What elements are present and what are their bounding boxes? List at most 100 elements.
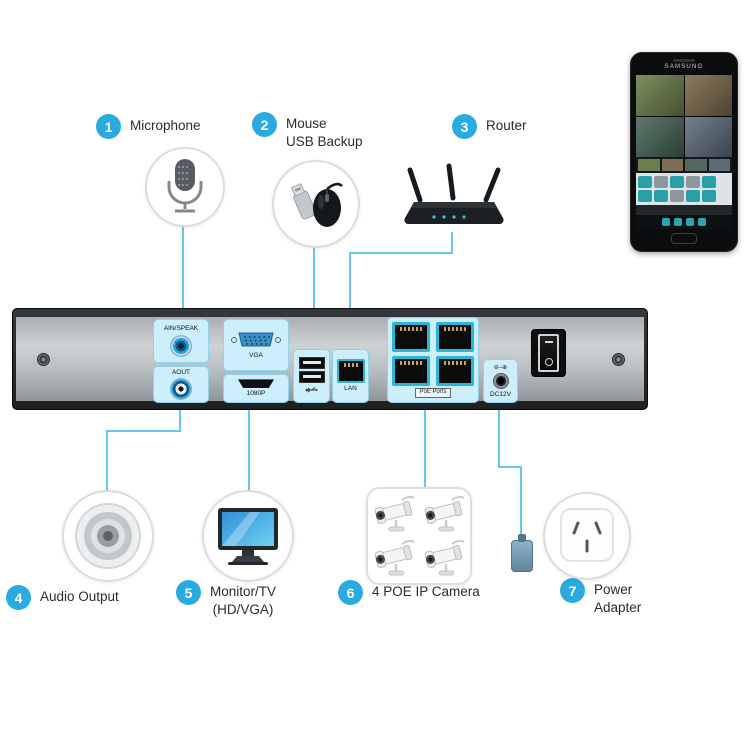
- poe-label: PoE Ports: [415, 388, 451, 398]
- hdmi-port: 1080P: [223, 374, 289, 403]
- audio-out-port: AOUT: [153, 366, 209, 403]
- usb-ports: [293, 349, 330, 403]
- ethernet-port-icon: [436, 356, 474, 387]
- app-toolbar-icon: [654, 176, 668, 188]
- dc-power-input: ⊖–⊕ DC12V: [483, 359, 518, 403]
- app-nav-icon: [674, 218, 682, 226]
- lan-label: LAN: [344, 385, 357, 393]
- callout-label: Audio Output: [40, 589, 119, 605]
- power-switch: [531, 329, 566, 377]
- vga-connector-icon: [231, 332, 281, 347]
- connector-router-line: [451, 232, 453, 254]
- callout-router: 3 Router: [452, 114, 527, 139]
- callout-number: 6: [338, 580, 363, 605]
- poe-ports: PoE Ports: [387, 317, 479, 403]
- connector-poe-camera-line: [424, 408, 426, 487]
- lan-port: LAN: [332, 349, 369, 403]
- ethernet-port-icon: [392, 322, 430, 353]
- connector-audio-out-line: [179, 408, 181, 430]
- callout-number: 3: [452, 114, 477, 139]
- callout-number: 2: [252, 112, 277, 137]
- camera-thumbnail-row: [636, 157, 732, 173]
- app-toolbar: [636, 173, 732, 205]
- connector-router-line: [349, 252, 453, 254]
- connector-power-line: [498, 408, 500, 466]
- callout-label: Router: [486, 118, 527, 134]
- camera-feed-thumbnail: [684, 116, 732, 157]
- router-icon: [402, 160, 507, 232]
- audio-out-label: AOUT: [171, 369, 191, 376]
- speaker-icon: [62, 490, 154, 582]
- dc-label: DC12V: [490, 390, 511, 398]
- camera-feed-thumbnail: [636, 116, 684, 157]
- callout-label: 4 POE IP Camera: [372, 584, 480, 600]
- rocker-switch-icon: [538, 334, 559, 372]
- poe-port-grid: [392, 322, 474, 387]
- nvr-rear-panel: AIN/SPEAK AOUT VGA 1080P: [12, 308, 648, 410]
- mouse-usb-icon: [272, 160, 360, 248]
- connector-audio-out-line: [106, 430, 108, 492]
- app-nav-icon: [686, 218, 694, 226]
- app-toolbar-icon: [702, 190, 716, 202]
- vga-port: VGA: [223, 319, 289, 371]
- monitor-icon: [202, 490, 294, 582]
- dc-barrel-jack-icon: [492, 372, 509, 389]
- power-plug-icon: [511, 540, 533, 572]
- audio-out-jack: [170, 378, 192, 400]
- microphone-icon: [145, 147, 225, 227]
- audio-in-jack: [170, 334, 192, 357]
- hdmi-label: 1080P: [246, 390, 266, 398]
- callout-number: 7: [560, 578, 585, 603]
- phone-screen: [636, 75, 732, 229]
- connector-power-line: [498, 466, 522, 468]
- app-toolbar-icon: [654, 190, 668, 202]
- camera-feed-thumbnail: [638, 159, 660, 171]
- phone-home-button: [671, 233, 697, 244]
- app-toolbar-icon: [670, 176, 684, 188]
- connector-audio-out-line: [106, 430, 181, 432]
- callout-number: 1: [96, 114, 121, 139]
- usb-port-icon: [298, 357, 325, 369]
- connector-mouse-line: [313, 244, 315, 308]
- callout-poe-camera: 6 4 POE IP Camera: [338, 580, 480, 605]
- ethernet-port-icon: [392, 356, 430, 387]
- connector-router-line: [349, 252, 351, 308]
- connector-power-line: [520, 466, 522, 540]
- poe-camera-group-icon: [366, 487, 472, 585]
- ethernet-port-icon: [336, 359, 365, 384]
- app-toolbar-icon: [686, 176, 700, 188]
- camera-feed-thumbnail: [636, 75, 684, 116]
- callout-label: Microphone: [130, 118, 201, 134]
- usb-stick-icon: [290, 183, 317, 220]
- app-toolbar-icon: [638, 176, 652, 188]
- callout-number: 5: [176, 580, 201, 605]
- camera-feed-thumbnail: [708, 159, 730, 171]
- camera-feed-thumbnail: [661, 159, 683, 171]
- audio-in-port: AIN/SPEAK: [153, 319, 209, 363]
- callout-monitor: 5 Monitor/TV(HD/VGA): [176, 580, 276, 619]
- app-nav-icon: [662, 218, 670, 226]
- app-toolbar-icon: [686, 190, 700, 202]
- app-toolbar-icon: [702, 176, 716, 188]
- vga-label: VGA: [249, 352, 263, 360]
- callout-audio-output: 4 Audio Output: [6, 585, 119, 610]
- callout-label: Monitor/TV(HD/VGA): [210, 584, 277, 618]
- usb-symbol-icon: [305, 387, 318, 393]
- phone-brand: SAMSUNG: [664, 64, 704, 70]
- callout-number: 4: [6, 585, 31, 610]
- phone-speaker-icon: [673, 59, 695, 62]
- camera-feed-thumbnail: [684, 75, 732, 116]
- app-toolbar-icon: [670, 190, 684, 202]
- app-nav-icon: [698, 218, 706, 226]
- screw-icon: [612, 353, 625, 366]
- usb-port-icon: [298, 371, 325, 383]
- camera-feed-grid: [636, 75, 732, 157]
- app-toolbar-icon: [638, 190, 652, 202]
- smartphone: SAMSUNG: [630, 52, 738, 252]
- camera-feed-thumbnail: [685, 159, 707, 171]
